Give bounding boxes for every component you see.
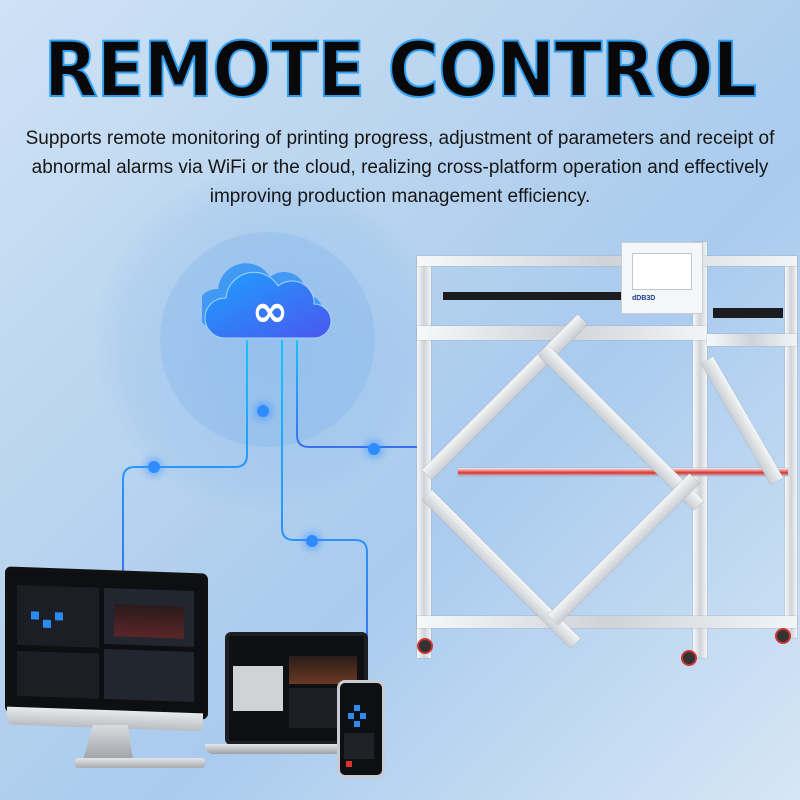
signal-halo-outer: [95, 170, 435, 510]
brand-logo: dDB3D: [632, 295, 656, 302]
svg-text:∞: ∞: [252, 286, 289, 337]
node-dot: [257, 405, 269, 417]
laptop-base: [205, 744, 385, 754]
node-dot: [368, 443, 380, 455]
3d-printer-frame: dDB3D: [413, 238, 798, 666]
caster-wheel: [681, 650, 697, 666]
smartphone: [337, 680, 385, 778]
monitor-screen: [5, 566, 208, 720]
node-dot: [306, 535, 318, 547]
monitor-stand: [83, 725, 133, 760]
touchscreen: [632, 253, 692, 290]
desktop-monitor: [5, 566, 208, 768]
monitor-base: [75, 758, 205, 768]
node-dot: [148, 461, 160, 473]
printer-control-panel: dDB3D: [621, 242, 703, 314]
description-text: Supports remote monitoring of printing p…: [25, 128, 775, 207]
cloud-infinity-icon: ∞: [202, 263, 332, 339]
caster-wheel: [775, 628, 791, 644]
caster-wheel: [417, 638, 433, 654]
page-title: REMOTE CONTROL: [43, 24, 758, 115]
